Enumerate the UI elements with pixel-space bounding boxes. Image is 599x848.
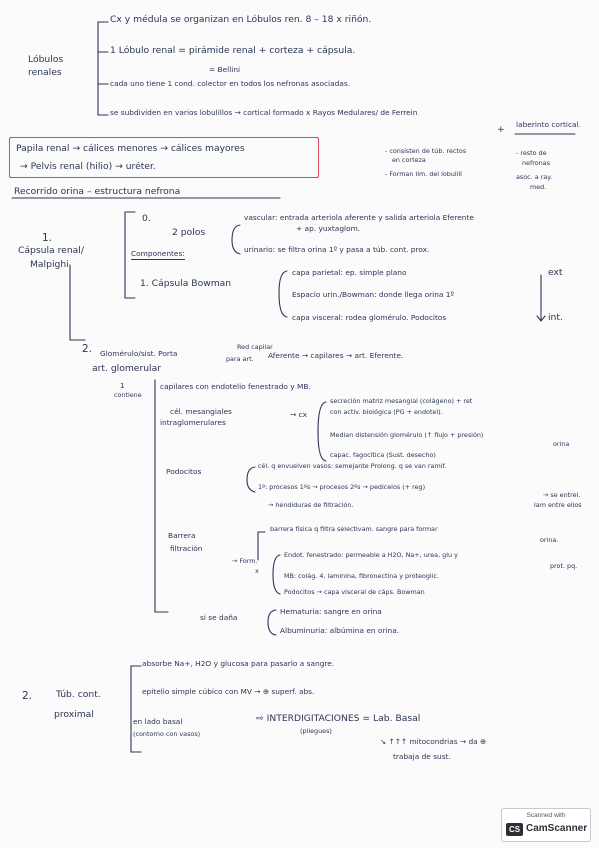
bowman-ext: ext (548, 267, 563, 278)
lobulos-line-3: cada uno tiene 1 cond. colector en todos… (110, 79, 351, 88)
lobulos-line-2: 1 Lóbulo renal = pirámide renal + cortez… (110, 45, 356, 56)
mesangiales-cx: → cx (290, 410, 307, 419)
bowman-espacio: Espacio urin./Bowman: donde llega orina … (292, 290, 454, 299)
resto-note-2: nefronas (522, 159, 550, 167)
glomerulo-contiene: contiene (114, 391, 142, 399)
rayos-note-1b: en corteza (392, 156, 426, 164)
camscanner-badge: Scanned with CS CamScanner (501, 808, 591, 842)
tubulo-number: 2. (22, 690, 33, 702)
glomerulo-uno: 1 (120, 381, 125, 390)
camscanner-name: CamScanner (526, 823, 588, 834)
lobulos-bellini: = Bellini (209, 65, 241, 74)
glomerulo-capilares: capilares con endotelio fenestrado y MB. (160, 382, 311, 391)
barrera-2: Endot. fenestrado: permeable a H2O, Na+,… (284, 551, 458, 559)
barrera-4: Podocitos → capa visceral de cáps. Bowma… (284, 588, 425, 596)
tubulo-3d: (pliegues) (300, 727, 332, 735)
polo-urinario: urinario: se filtra orina 1º y pasa a tú… (244, 245, 430, 254)
bowman-parietal: capa parietal: ep. simple plano (292, 268, 407, 277)
mesangiales-3: capac. fagocítica (Sust. desecho) (330, 451, 436, 459)
podocitos-2b: → se entrel. (543, 491, 581, 499)
podocitos-2: 1º: procesos 1ºs → procesos 2ºs → pedice… (258, 483, 426, 491)
capsula-polos: 2 polos (172, 227, 206, 238)
camscanner-logo-icon: CS (506, 823, 523, 836)
capsula-title: Cápsula renal/ (18, 245, 84, 256)
tubulo-2: epitelio simple cúbico con MV → ⊕ superf… (142, 687, 315, 696)
barrera-1: barrera física q filtra selectivam. sang… (270, 525, 438, 533)
capsula-zero: 0. (142, 213, 151, 224)
mesangiales-title: cél. mesangiales (170, 407, 232, 416)
albuminuria: Albuminuria: albúmina en orina. (280, 626, 400, 635)
glomerulo-para: para art. (226, 355, 254, 363)
tubulo-1: absorbe Na+, H2O y glucosa para pasarlo … (142, 659, 335, 668)
rayos-note-1: - consisten de túb. rectos (385, 147, 467, 155)
capsula-bowman: 1. Cápsula Bowman (140, 278, 232, 289)
rayos-note-2: - Forman lim. del lobulill (385, 170, 462, 178)
mesangiales-2: Median distensión glomérulo (↑ flujo + p… (330, 431, 484, 439)
resto-note-4: med. (530, 183, 547, 191)
mesangiales-2b: orina (553, 440, 570, 448)
barrera-dana: si se daña (200, 613, 238, 622)
scanned-with-label: Scanned with (526, 812, 566, 819)
glomerulo-art: art. glomerular (92, 363, 162, 374)
polo-vascular-b: + ap. yuxtaglom. (296, 224, 361, 233)
glomerulo-number: 2. (82, 343, 93, 355)
lobulos-line-1: Cx y médula se organizan en Lóbulos ren.… (110, 14, 372, 25)
barrera-2b: prot. pq. (550, 562, 578, 570)
barrera-form: → Form. (232, 557, 258, 565)
tubulo-3b: (contorno con vasos) (133, 730, 201, 738)
barrera-title: Barrera (168, 531, 196, 540)
barrera-title-2: filtración (170, 544, 203, 553)
glomerulo-flujo: Aferente → capilares → art. Eferente. (268, 351, 404, 360)
barrera-3: MB: colág. 4, laminina, fibronectina y p… (284, 572, 440, 580)
capsula-title-2: Malpighi (30, 259, 69, 270)
capsula-number: 1. (42, 232, 53, 244)
podocitos-3: → hendiduras de filtración. (268, 501, 354, 509)
papila-line-1: Papila renal → cálices menores → cálices… (16, 143, 245, 154)
papila-highlight-box (9, 137, 319, 178)
lobulos-plus: + (497, 124, 505, 135)
capsula-componentes: Componentes: (131, 249, 185, 260)
bowman-visceral: capa visceral: rodea glomérulo. Podocito… (292, 313, 447, 322)
tubulo-5: trabaja de sust. (393, 752, 451, 761)
bowman-int: int. (548, 312, 563, 323)
barrera-x: x (255, 567, 259, 575)
mesangiales-1b: con activ. biológica (PG + endotel). (330, 408, 443, 416)
mesangiales-1: secreción matriz mesangial (colágeno) + … (330, 397, 473, 405)
tubulo-3: en lado basal (133, 717, 183, 726)
glomerulo-title: Glomérulo/sist. Porta (100, 349, 178, 358)
laberinto-cortical: laberinto cortical. (516, 120, 581, 129)
podocitos-1: cél. q envuelven vasos: semejante Prolon… (258, 462, 447, 470)
lobulos-line-4: se subdividen en varios lobulillos → cor… (110, 108, 418, 117)
polo-vascular: vascular: entrada arteriola aferente y s… (244, 213, 474, 222)
tubulo-title-2: proximal (54, 709, 94, 720)
podocitos-title: Podocitos (166, 467, 202, 476)
papila-line-2: → Pelvis renal (hilio) → uréter. (20, 161, 156, 172)
tubulo-title: Túb. cont. (56, 689, 101, 700)
tubulo-3c: ⇨ INTERDIGITACIONES = Lab. Basal (256, 713, 421, 724)
resto-note-1: - resto de (516, 149, 547, 157)
barrera-1b: orina. (540, 536, 559, 544)
lobulos-title: Lóbulos (28, 54, 64, 65)
resto-note-3: asoc. a ray. (516, 173, 553, 181)
podocitos-2c: lam entre ellos (534, 501, 582, 509)
mesangiales-intra: intraglomerulares (160, 418, 226, 427)
recorrido-title: Recorrido orina – estructura nefrona (14, 186, 181, 197)
glomerulo-red: Red capilar (237, 343, 273, 351)
tubulo-4: ↘ ↑↑↑ mitocondrias → da ⊕ (380, 737, 487, 746)
lobulos-title-2: renales (28, 67, 62, 78)
hematuria: Hematuria: sangre en orina (280, 607, 382, 616)
